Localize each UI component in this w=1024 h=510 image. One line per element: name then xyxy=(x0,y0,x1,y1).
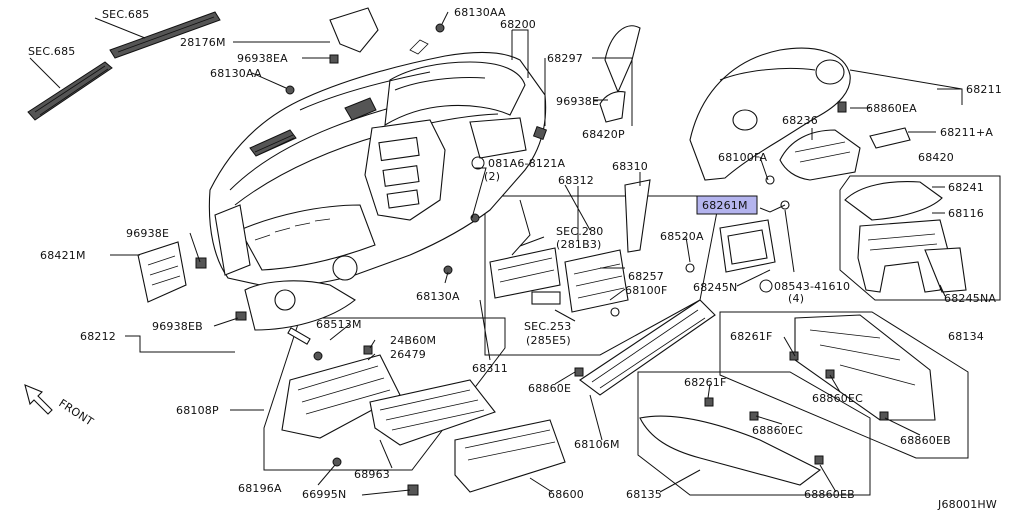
label-68261F-b: 68261F xyxy=(684,376,727,389)
label-081A6-qty: (2) xyxy=(484,170,500,183)
label-68420P: 68420P xyxy=(582,128,625,141)
label-68211: 68211 xyxy=(966,83,1002,96)
label-26479: 26479 xyxy=(390,348,426,361)
label-68245NA: 68245NA xyxy=(944,292,996,305)
label-68108P: 68108P xyxy=(176,404,219,417)
top-cover-28176 xyxy=(329,7,379,53)
label-08543-qty: (4) xyxy=(788,292,804,305)
label-96938E-a: 96938E xyxy=(556,95,599,108)
label-68421M: 68421M xyxy=(40,249,86,262)
center-console xyxy=(489,179,651,317)
label-68513M: 68513M xyxy=(316,318,362,331)
label-68130A: 68130A xyxy=(416,290,460,303)
instrument-panel xyxy=(208,39,547,287)
fasteners xyxy=(235,23,480,361)
label-68236: 68236 xyxy=(782,114,818,127)
label-66995N: 66995N xyxy=(302,488,346,501)
label-sec280: SEC.280 xyxy=(556,225,604,238)
frame-glovebox xyxy=(263,317,506,471)
label-68420: 68420 xyxy=(918,151,954,164)
label-sec253: SEC.253 xyxy=(524,320,572,333)
panel-68134 xyxy=(789,314,936,421)
sec685-strip-a xyxy=(27,61,113,121)
label-68310: 68310 xyxy=(612,160,648,173)
label-24B60M: 24B60M xyxy=(390,334,436,347)
label-68130AA-b: 68130AA xyxy=(210,67,262,80)
label-68116: 68116 xyxy=(948,207,984,220)
label-68100FA: 68100FA xyxy=(718,151,768,164)
highlight-68261M xyxy=(696,195,758,215)
bracket-68106M xyxy=(574,299,716,396)
screw-symbol-icon xyxy=(759,279,773,293)
label-68257: 68257 xyxy=(628,270,664,283)
label-08543: 08543-41610 xyxy=(774,280,850,293)
label-68297: 68297 xyxy=(547,52,583,65)
glovebox-group xyxy=(281,327,566,496)
part-labels: SEC.685 SEC.685 68130AA 68200 28176M 969… xyxy=(28,6,1002,510)
label-68106M: 68106M xyxy=(574,438,620,451)
label-sec280-ref: (281B3) xyxy=(556,238,602,251)
screw-symbol-icon xyxy=(471,156,485,170)
label-68261F-a: 68261F xyxy=(730,330,773,343)
front-arrow: FRONT xyxy=(24,384,96,429)
label-68860EB-b: 68860EB xyxy=(804,488,855,501)
label-sec685a: SEC.685 xyxy=(102,8,150,21)
screw-symbols xyxy=(471,156,773,293)
label-68261M: 68261M xyxy=(702,199,748,212)
label-96938EB: 96938EB xyxy=(152,320,203,333)
group-68420 xyxy=(844,181,967,293)
drawing-id: J68001HW xyxy=(937,498,997,510)
label-68245N: 68245N xyxy=(693,281,737,294)
label-68312: 68312 xyxy=(558,174,594,187)
label-68211A: 68211+A xyxy=(940,126,993,139)
frame-68134 xyxy=(719,311,969,459)
panel-68135 xyxy=(639,397,824,486)
label-96938E-b: 96938E xyxy=(126,227,169,240)
front-label: FRONT xyxy=(56,397,96,429)
label-sec685b: SEC.685 xyxy=(28,45,76,58)
label-68600: 68600 xyxy=(548,488,584,501)
label-68241: 68241 xyxy=(948,181,984,194)
leader-lines xyxy=(29,11,963,496)
label-68134: 68134 xyxy=(948,330,984,343)
label-68196A: 68196A xyxy=(238,482,282,495)
label-68135: 68135 xyxy=(626,488,662,501)
label-68860EA: 68860EA xyxy=(866,102,917,115)
frame-68420 xyxy=(839,175,1001,301)
label-96938EA: 96938EA xyxy=(237,52,288,65)
label-68311: 68311 xyxy=(472,362,508,375)
frame-68135 xyxy=(637,371,871,496)
label-68860EB-a: 68860EB xyxy=(900,434,951,447)
label-68130AA-a: 68130AA xyxy=(454,6,506,19)
sec685-strips xyxy=(27,7,379,121)
label-28176M: 28176M xyxy=(180,36,226,49)
label-68100F: 68100F xyxy=(625,284,668,297)
bezel-68236 xyxy=(765,129,861,185)
group-68420P xyxy=(532,25,641,141)
label-68200: 68200 xyxy=(500,18,536,31)
meter-hood-68211 xyxy=(689,47,911,181)
lower-left-panels xyxy=(137,241,358,331)
label-sec253-ref: (285E5) xyxy=(526,334,571,347)
label-68860EC-a: 68860EC xyxy=(812,392,863,405)
label-68212: 68212 xyxy=(80,330,116,343)
label-68520A: 68520A xyxy=(660,230,704,243)
label-68860EC-b: 68860EC xyxy=(752,424,803,437)
label-68963: 68963 xyxy=(354,468,390,481)
front-arrow-icon xyxy=(24,384,53,415)
label-081A6: 081A6-8121A xyxy=(488,157,565,170)
label-68860E: 68860E xyxy=(528,382,571,395)
display-68261M xyxy=(685,200,790,273)
